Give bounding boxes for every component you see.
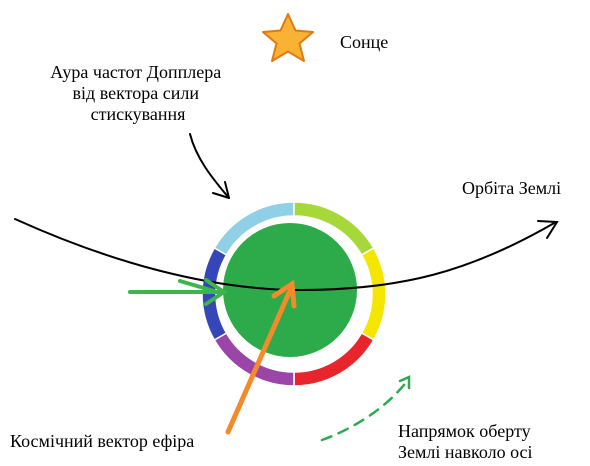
cosmic-ether-vector-label: Космічний вектор ефіра (10, 431, 194, 451)
earth-orbit-label: Орбіта Землі (462, 178, 561, 198)
aura-pointer-arrow (190, 134, 229, 198)
doppler-aura-line-3: стискування (91, 104, 186, 124)
rotation-line-1: Напрямок оберту (398, 421, 531, 441)
sun-label: Сонце (340, 32, 388, 52)
rotation-direction-label: Напрямок оберту Землі навколо осі (398, 421, 535, 462)
inflow-arrow (130, 280, 224, 304)
doppler-aura-label: Аура частот Допплера від вектора сили ст… (50, 62, 225, 124)
sun-icon (263, 14, 313, 61)
rotation-line-2: Землі навколо осі (398, 442, 533, 462)
doppler-aura-line-2: від вектора сили (73, 83, 200, 103)
doppler-aura-line-1: Аура частот Допплера (50, 62, 221, 82)
rotation-direction-arrow (322, 377, 409, 440)
